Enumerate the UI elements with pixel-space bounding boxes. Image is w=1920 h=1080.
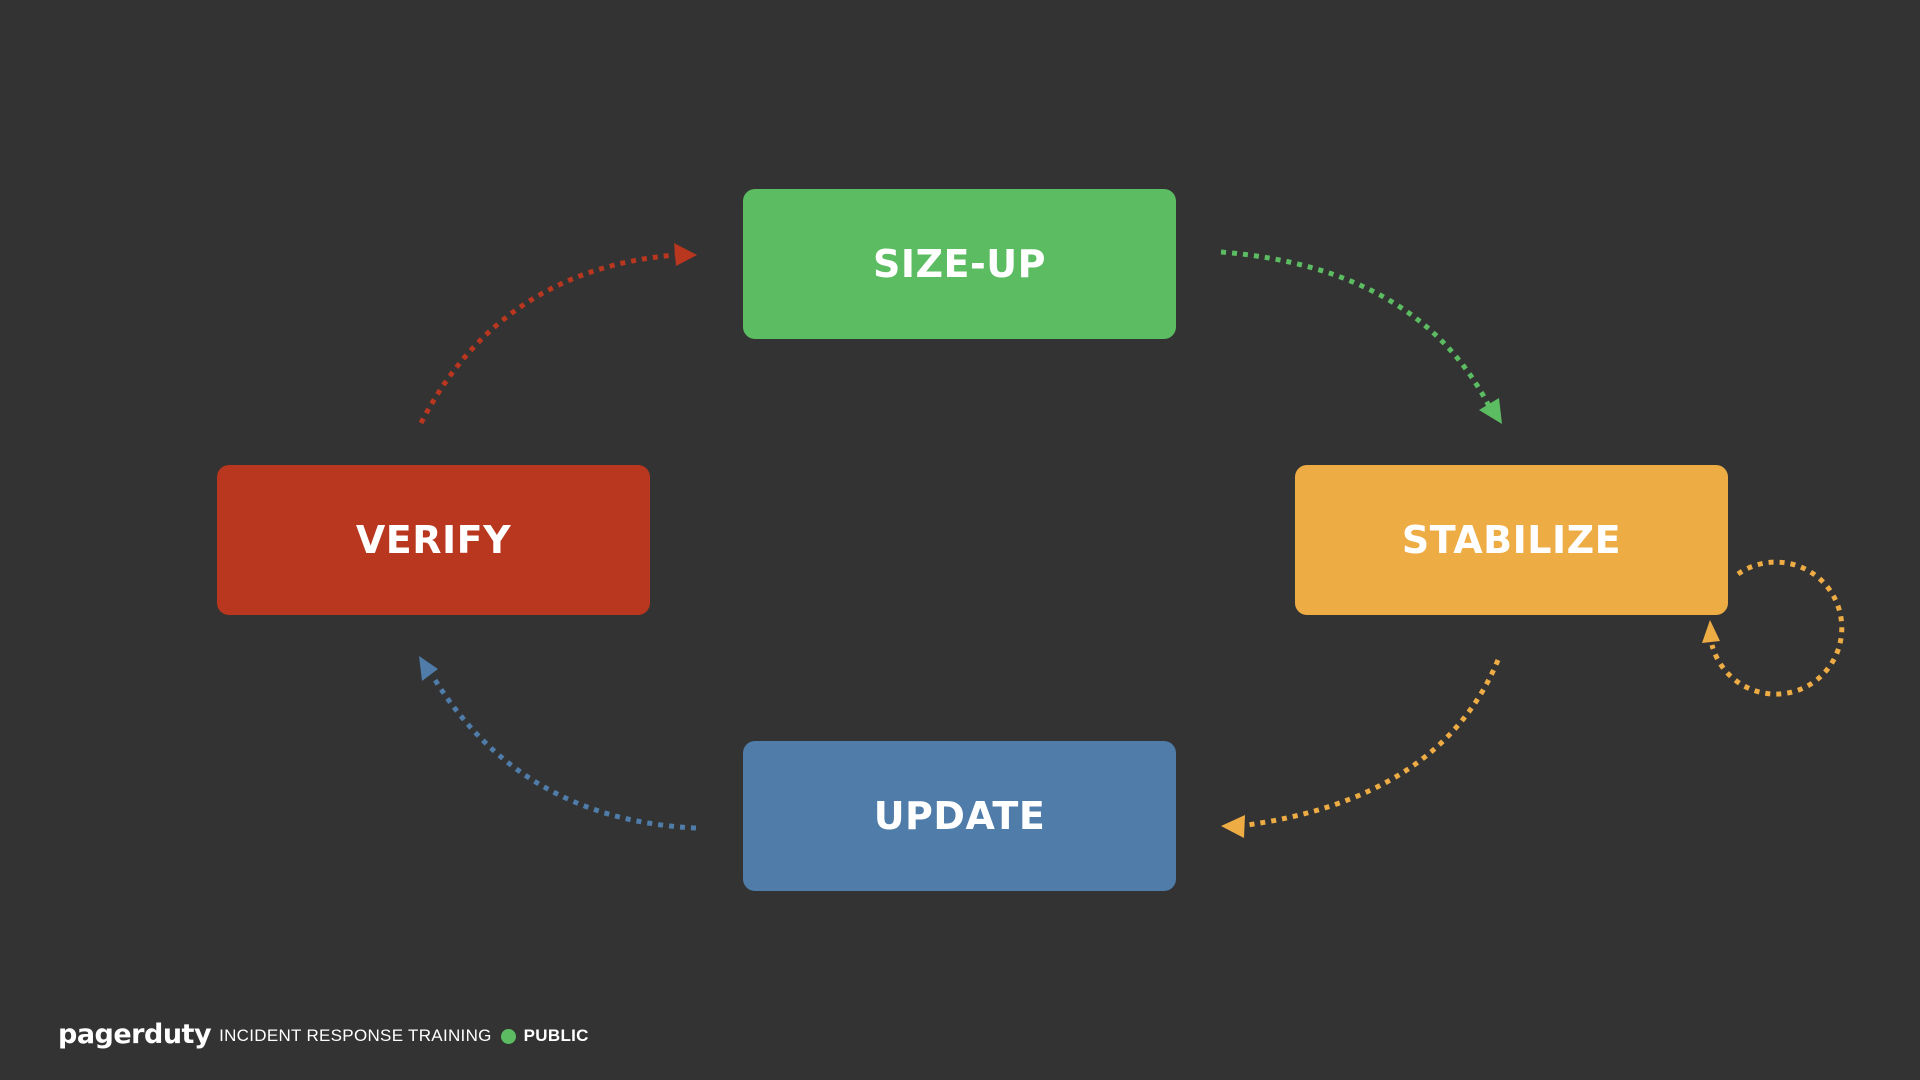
classification-badge: PUBLIC	[523, 1026, 589, 1045]
arrowhead-red	[674, 243, 697, 266]
stage-stabilize: STABILIZE	[1295, 465, 1728, 615]
stage-label-stabilize: STABILIZE	[1401, 518, 1622, 562]
stage-label-update: UPDATE	[873, 794, 1046, 838]
stage-label-verify: VERIFY	[355, 518, 512, 562]
arrowhead-orange-loop	[1702, 620, 1720, 643]
pagerduty-logo: pagerduty	[58, 1018, 212, 1050]
arrow-update-to-verify	[419, 656, 697, 831]
footer-title: INCIDENT RESPONSE TRAINING	[219, 1026, 492, 1045]
arrowhead-orange	[1221, 815, 1245, 838]
arrow-verify-to-sizeup	[418, 243, 697, 425]
arrowhead-blue	[419, 656, 438, 681]
footer: pagerduty INCIDENT RESPONSE TRAINING PUB…	[58, 1018, 589, 1051]
arrow-sizeup-to-stabilize	[1220, 249, 1502, 424]
classification-dot-icon	[500, 1028, 516, 1044]
arrowhead-green	[1479, 398, 1502, 424]
stage-verify: VERIFY	[217, 465, 650, 615]
stage-sizeup: SIZE-UP	[743, 189, 1176, 339]
stage-label-sizeup: SIZE-UP	[873, 242, 1046, 286]
arrow-stabilize-to-update	[1221, 659, 1501, 838]
stage-update: UPDATE	[743, 741, 1176, 891]
arrow-stabilize-self-loop	[1702, 559, 1845, 697]
